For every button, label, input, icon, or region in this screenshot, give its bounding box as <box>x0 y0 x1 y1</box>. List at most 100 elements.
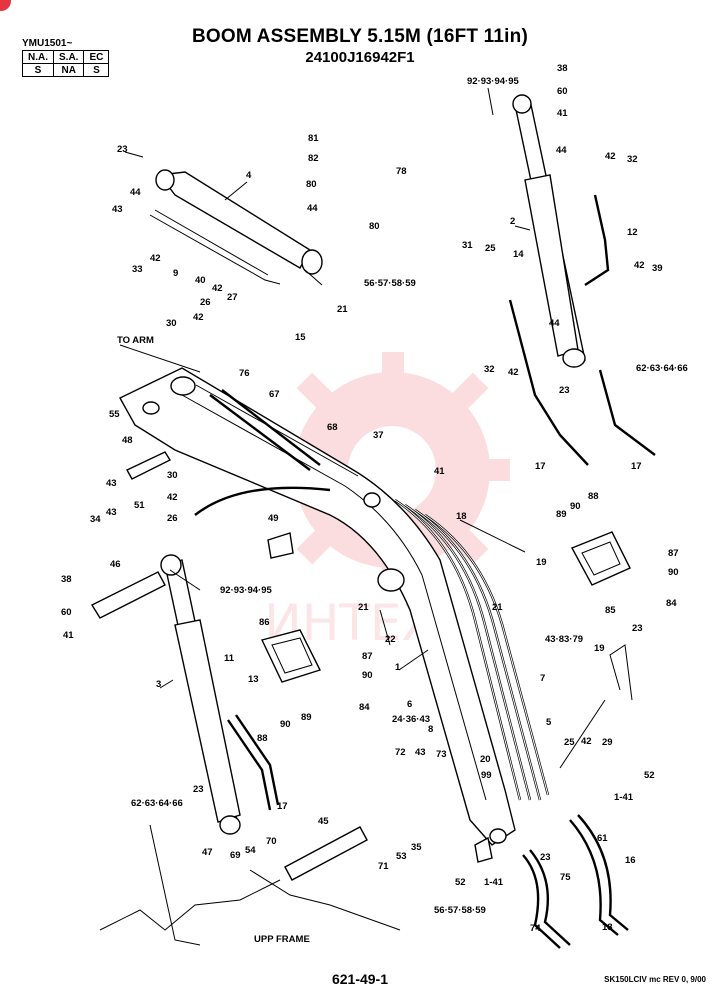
part-callout: 26 <box>167 513 178 524</box>
part-callout: 89 <box>301 712 312 723</box>
part-callout: 32 <box>484 364 495 375</box>
applicability-value-ec: S <box>83 63 110 77</box>
leader-lines <box>119 87 531 689</box>
part-callout: 8 <box>428 724 433 735</box>
part-callout: 23 <box>117 144 128 155</box>
part-callout: 44 <box>130 187 141 198</box>
part-callout: 68 <box>327 422 338 433</box>
part-callout: 81 <box>308 133 319 144</box>
part-callout: 61 <box>597 833 608 844</box>
part-callout: 52 <box>644 770 655 781</box>
part-callout: 4 <box>246 170 252 181</box>
part-callout: 44 <box>556 145 567 156</box>
part-callout: 56·57·58·59 <box>364 278 416 289</box>
part-callout: 3 <box>156 679 161 690</box>
part-callout: 39 <box>652 263 663 274</box>
part-callout: 23 <box>559 385 570 396</box>
applicability-header-row: N.A. S.A. EC <box>22 50 110 64</box>
part-callout: 48 <box>122 435 133 446</box>
part-callout: 38 <box>61 574 72 585</box>
part-callout: 43 <box>106 478 117 489</box>
figure-number: 621-49-1 <box>331 971 389 987</box>
part-callout: 60 <box>557 86 568 97</box>
part-callout: 30 <box>166 318 177 329</box>
part-callout: 41 <box>557 108 568 119</box>
part-callout: 17 <box>277 801 288 812</box>
cylinder-right-top <box>508 94 656 466</box>
part-callout: 26 <box>200 297 211 308</box>
corner-badge <box>0 0 11 11</box>
serial-range: YMU1501~ <box>22 38 73 49</box>
part-callout: 24·36·43 <box>392 714 430 725</box>
part-callout: 29 <box>602 737 613 748</box>
part-callout: 25 <box>564 737 575 748</box>
part-callout: 85 <box>605 605 616 616</box>
part-callout: 21 <box>358 602 369 613</box>
part-callout: 19 <box>594 643 605 654</box>
part-callout: 12 <box>627 227 638 238</box>
part-callout: 87 <box>668 548 679 559</box>
part-callout: 87 <box>362 651 373 662</box>
part-callout: 82 <box>308 153 319 164</box>
part-callout: 55 <box>109 409 120 420</box>
part-callout: 90 <box>570 501 581 512</box>
bottom-hoses <box>522 814 629 949</box>
part-callout: 42 <box>150 253 161 264</box>
part-callout: 71 <box>378 861 389 872</box>
part-callout: 89 <box>556 509 567 520</box>
part-callout: 1-41 <box>614 792 634 803</box>
part-callout: 43 <box>106 507 117 518</box>
part-callout: 47 <box>202 847 213 858</box>
part-callout: 90 <box>362 670 373 681</box>
part-callout: 1 <box>395 662 401 673</box>
part-callout: 21 <box>337 304 348 315</box>
part-callout: 53 <box>396 851 407 862</box>
part-callout: 23 <box>632 623 643 634</box>
boom-hoses <box>194 389 550 801</box>
part-callout: 84 <box>666 598 677 609</box>
part-callout: 84 <box>359 702 370 713</box>
upper-frame-note: UPP FRAME <box>254 934 310 945</box>
part-callout: 54 <box>245 845 256 856</box>
part-callout: 42 <box>634 260 645 271</box>
part-callout: 62·63·64·66 <box>131 798 183 809</box>
part-callout: 23 <box>193 784 204 795</box>
part-callout: 44 <box>307 203 318 214</box>
part-callout: 2 <box>510 216 515 227</box>
part-callout: 7 <box>540 673 545 684</box>
part-callout: 78 <box>396 166 407 177</box>
part-callout: 43·83·79 <box>545 634 583 645</box>
part-callout: 86 <box>259 617 270 628</box>
part-callout: 92·93·94·95 <box>467 76 519 87</box>
part-callout: 90 <box>668 567 679 578</box>
part-callout: 43 <box>415 747 426 758</box>
part-callout: 15 <box>295 332 306 343</box>
part-callout: 90 <box>280 719 291 730</box>
part-callout: 9 <box>173 268 178 279</box>
part-callout: 45 <box>318 816 329 827</box>
part-callout: 22 <box>385 634 396 645</box>
part-callout: 18 <box>602 922 613 933</box>
part-callouts: 2344443334294042272630421521818280784480… <box>61 63 688 934</box>
part-callout: 21 <box>492 602 503 613</box>
part-callout: 5 <box>546 717 552 728</box>
part-callout: 42 <box>167 492 178 503</box>
part-callout: 56·57·58·59 <box>434 905 486 916</box>
cylinder-left-top <box>149 169 323 285</box>
part-callout: 32 <box>627 154 638 165</box>
part-callout: 40 <box>195 275 206 286</box>
part-callout: 80 <box>306 179 317 190</box>
part-callout: 60 <box>61 607 72 618</box>
assembly-part-number: 24100J16942F1 <box>305 49 415 66</box>
part-callout: 44 <box>549 318 560 329</box>
part-callout: 30 <box>167 470 178 481</box>
part-callout: 31 <box>462 240 473 251</box>
part-callout: 75 <box>560 872 571 883</box>
part-callout: 52 <box>455 877 466 888</box>
part-callout: 1-41 <box>484 877 504 888</box>
part-callout: 19 <box>536 557 547 568</box>
part-callout: 16 <box>625 855 636 866</box>
upper-frame-outline <box>99 644 633 946</box>
